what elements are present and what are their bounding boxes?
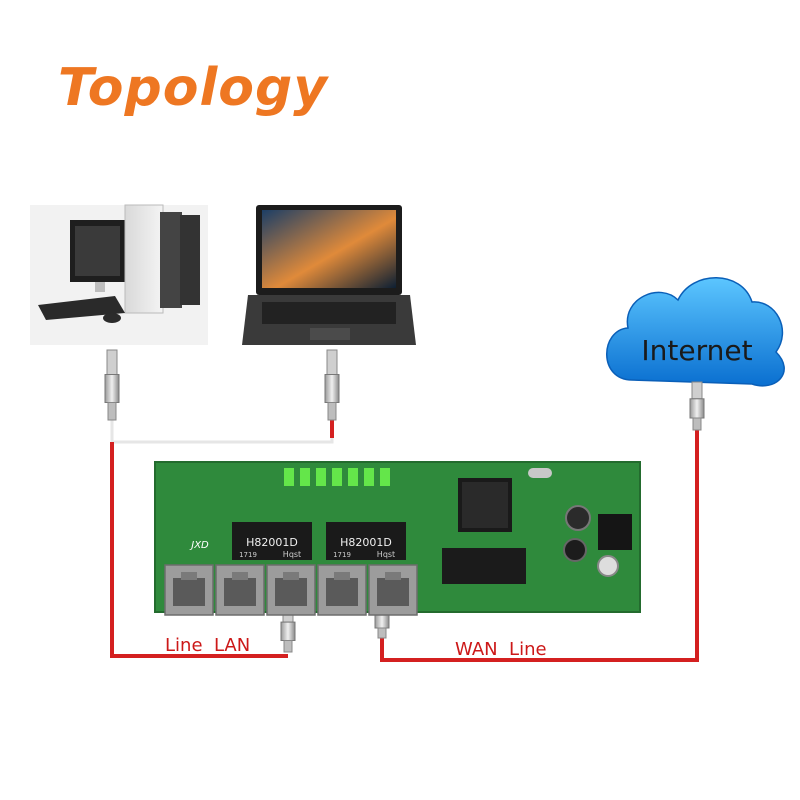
transformer-2-code: 1719 xyxy=(333,551,351,559)
rj45-port xyxy=(215,564,265,616)
lan-line-label: Line LAN xyxy=(165,635,250,656)
transformer-2-label: H82001D xyxy=(340,536,392,549)
cable-lines xyxy=(110,420,699,662)
cloud-label: Internet xyxy=(641,334,752,367)
transformer-1-brand: Hqst xyxy=(283,550,301,559)
transformer-2-brand: Hqst xyxy=(377,550,395,559)
laptop-icon xyxy=(242,205,416,345)
page-title: Topology xyxy=(58,58,329,118)
transformer-1-code: 1719 xyxy=(239,551,257,559)
port-row xyxy=(164,564,418,616)
rj45-plug-icon xyxy=(324,349,340,421)
rj45-plug-icon xyxy=(104,349,120,421)
cloud-icon: Internet xyxy=(606,277,785,387)
desktop-computer-icon xyxy=(30,204,208,345)
wan-line-label: WAN Line xyxy=(455,639,547,660)
transformer-1: H82001D Hqst 1719 xyxy=(232,522,312,560)
switch-board-icon: H82001D Hqst 1719 H82001D Hqst 1719 JXD xyxy=(154,461,641,616)
transformer-1-label: H82001D xyxy=(246,536,298,549)
rj45-port xyxy=(317,564,367,616)
transformer-2: H82001D Hqst 1719 xyxy=(326,522,406,560)
rj45-port xyxy=(266,564,316,616)
led-row xyxy=(284,468,390,486)
rj45-port xyxy=(368,564,418,616)
rj45-port xyxy=(164,564,214,616)
board-side-mark: JXD xyxy=(189,540,209,551)
rj45-plug-icon xyxy=(689,381,705,431)
